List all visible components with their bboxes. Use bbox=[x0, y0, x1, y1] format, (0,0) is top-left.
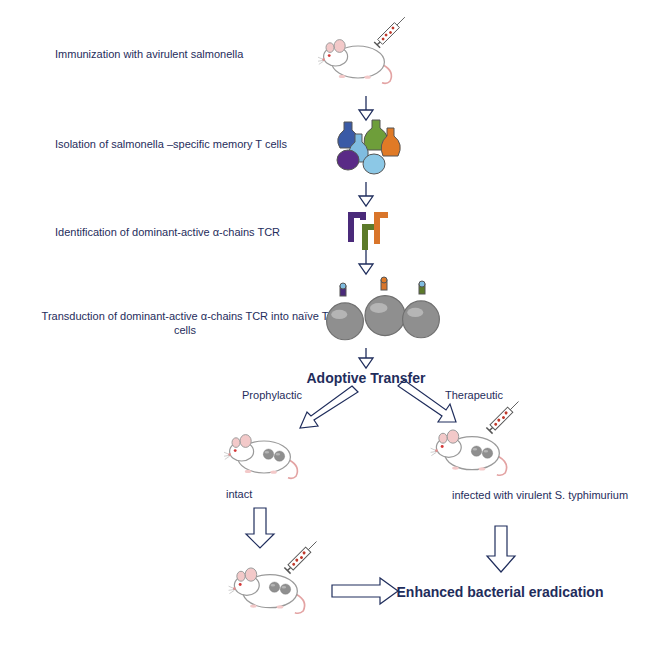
condition-label: infected with virulent S. typhimurium bbox=[452, 489, 628, 503]
section-heading: Adoptive Transfer bbox=[306, 370, 425, 388]
branch-label: Therapeutic bbox=[445, 389, 503, 403]
step-label: Identification of dominant-active α-chai… bbox=[55, 226, 280, 240]
branch-label: Prophylactic bbox=[242, 389, 302, 403]
step-label: Isolation of salmonella –specific memory… bbox=[55, 138, 287, 152]
condition-label: intact bbox=[226, 488, 252, 502]
step-label: Transduction of dominant-active α-chains… bbox=[40, 310, 330, 338]
outcome-label: Enhanced bacterial eradication bbox=[397, 584, 604, 602]
step-label: Immunization with avirulent salmonella bbox=[55, 48, 243, 62]
